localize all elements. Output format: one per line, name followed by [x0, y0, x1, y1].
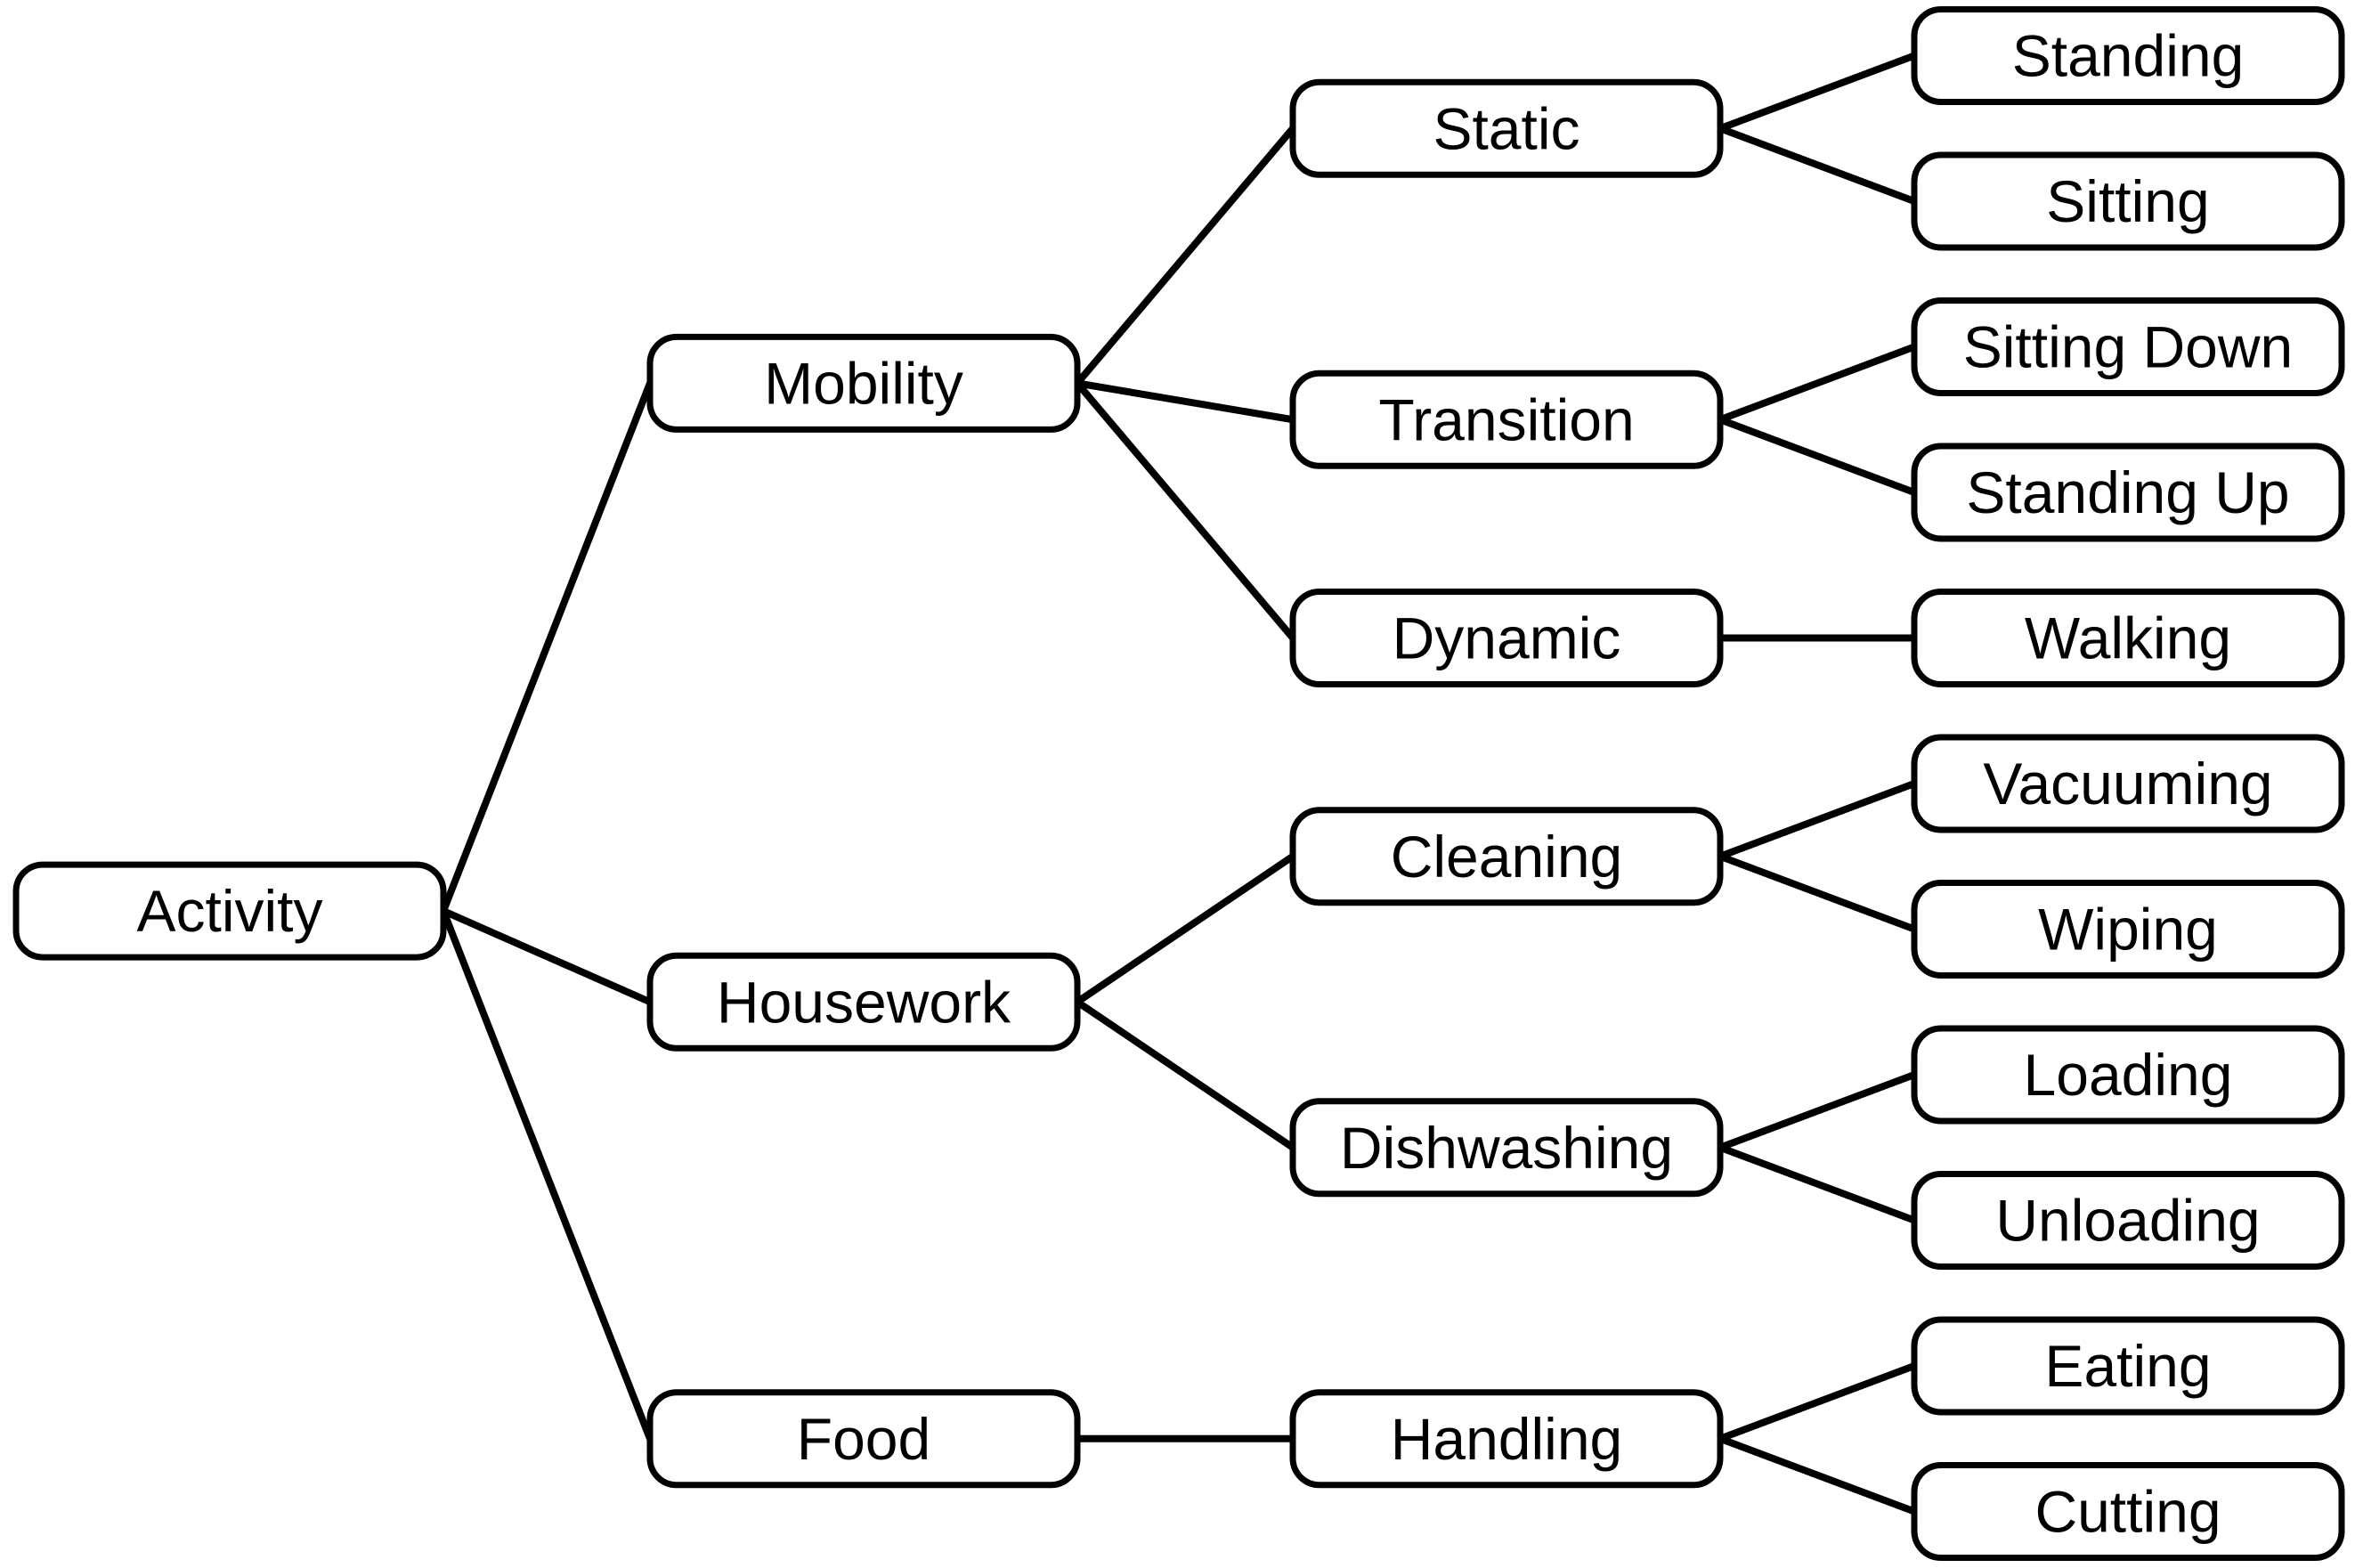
edge-handling-cutting: [1718, 1435, 1916, 1515]
node-box-unloading: [1911, 1171, 2345, 1270]
node-label-cleaning: Cleaning: [1391, 824, 1623, 890]
node-box-sitting-down: [1911, 297, 2345, 396]
node-box-standing: [1911, 6, 2345, 105]
edge-mobility-static: [1074, 126, 1296, 386]
node-box-wiping: [1911, 880, 2345, 979]
edge-cleaning-vacuuming: [1718, 780, 1916, 860]
edge-mobility-transition: [1076, 379, 1294, 424]
node-sitting: Sitting: [1911, 151, 2345, 251]
node-label-transition: Transition: [1378, 386, 1634, 452]
node-label-unloading: Unloading: [1995, 1188, 2260, 1254]
node-dishwashing: Dishwashing: [1289, 1098, 1724, 1198]
node-transition: Transition: [1289, 370, 1724, 469]
node-label-sitting-down: Sitting Down: [1963, 314, 2294, 380]
node-eating: Eating: [1911, 1316, 2345, 1416]
node-loading: Loading: [1911, 1025, 2345, 1125]
node-label-dishwashing: Dishwashing: [1340, 1115, 1673, 1181]
edge-housework-cleaning: [1075, 853, 1295, 1005]
node-food: Food: [646, 1389, 1081, 1489]
node-box-activity: [12, 861, 447, 961]
node-box-vacuuming: [1911, 734, 2345, 833]
node-box-handling: [1289, 1389, 1724, 1489]
node-label-loading: Loading: [2024, 1042, 2233, 1108]
node-box-mobility: [646, 333, 1081, 433]
node-label-eating: Eating: [2044, 1333, 2211, 1399]
node-box-transition: [1289, 370, 1724, 469]
edge-housework-dishwashing: [1075, 998, 1295, 1151]
node-label-vacuuming: Vacuuming: [1983, 751, 2272, 816]
node-sitting-down: Sitting Down: [1911, 297, 2345, 396]
node-box-eating: [1911, 1316, 2345, 1416]
node-label-wiping: Wiping: [2038, 897, 2218, 963]
node-box-food: [646, 1389, 1081, 1489]
node-box-dynamic: [1289, 589, 1724, 687]
node-label-housework: Housework: [717, 969, 1011, 1035]
node-label-activity: Activity: [136, 878, 322, 944]
node-handling: Handling: [1289, 1389, 1724, 1489]
node-dynamic: Dynamic: [1289, 589, 1724, 687]
node-standing: Standing: [1911, 6, 2345, 105]
node-cleaning: Cleaning: [1289, 807, 1724, 906]
node-label-static: Static: [1433, 95, 1579, 161]
node-label-walking: Walking: [2025, 605, 2231, 671]
node-static: Static: [1289, 78, 1724, 178]
node-unloading: Unloading: [1911, 1171, 2345, 1270]
node-walking: Walking: [1911, 589, 2345, 687]
node-housework: Housework: [646, 952, 1081, 1052]
node-label-food: Food: [797, 1406, 930, 1472]
edge-transition-sitting-down: [1718, 343, 1916, 423]
node-box-sitting: [1911, 151, 2345, 251]
node-box-dishwashing: [1289, 1098, 1724, 1198]
node-box-cutting: [1911, 1462, 2345, 1561]
edge-transition-standing-up: [1718, 416, 1916, 496]
node-box-loading: [1911, 1025, 2345, 1125]
node-label-standing-up: Standing Up: [1966, 459, 2289, 525]
edge-dishwashing-unloading: [1718, 1144, 1916, 1224]
edge-dishwashing-loading: [1718, 1071, 1916, 1151]
node-label-mobility: Mobility: [764, 350, 963, 416]
node-vacuuming: Vacuuming: [1911, 734, 2345, 833]
edge-activity-food: [440, 909, 654, 1441]
edge-static-standing: [1718, 52, 1916, 132]
node-label-dynamic: Dynamic: [1393, 605, 1621, 671]
node-label-standing: Standing: [2012, 23, 2245, 89]
node-label-sitting: Sitting: [2046, 168, 2209, 234]
edge-handling-eating: [1718, 1362, 1916, 1442]
node-activity: Activity: [12, 861, 447, 961]
edge-activity-mobility: [440, 381, 654, 913]
node-mobility: Mobility: [646, 333, 1081, 433]
edge-cleaning-wiping: [1718, 853, 1916, 933]
edge-mobility-dynamic: [1074, 380, 1296, 641]
node-box-static: [1289, 78, 1724, 178]
node-box-walking: [1911, 589, 2345, 687]
edge-static-sitting: [1718, 125, 1916, 205]
edge-activity-housework: [442, 907, 652, 1005]
node-wiping: Wiping: [1911, 880, 2345, 979]
node-box-cleaning: [1289, 807, 1724, 906]
node-label-cutting: Cutting: [2034, 1479, 2221, 1545]
node-label-handling: Handling: [1391, 1406, 1623, 1472]
node-box-standing-up: [1911, 443, 2345, 542]
node-standing-up: Standing Up: [1911, 443, 2345, 542]
node-cutting: Cutting: [1911, 1462, 2345, 1561]
node-box-housework: [646, 952, 1081, 1052]
